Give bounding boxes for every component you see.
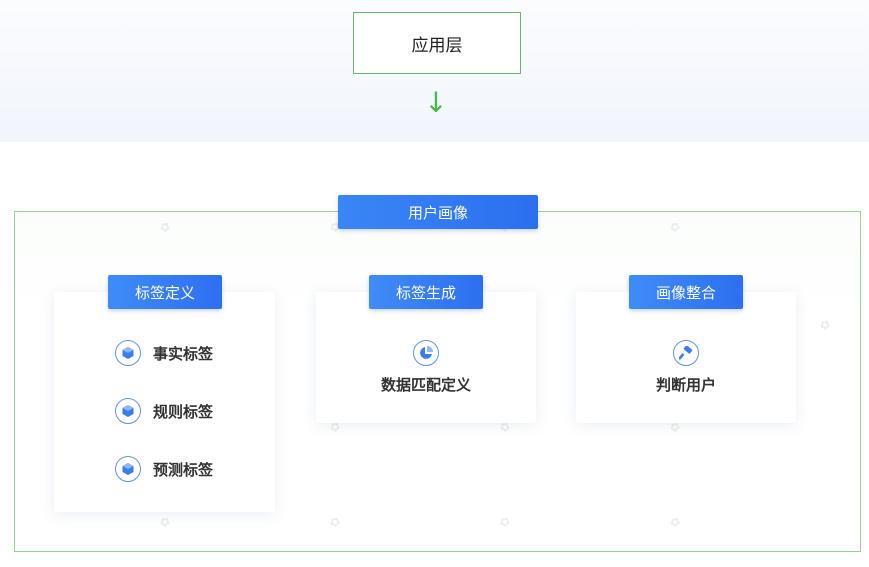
tag-definition-title: 标签定义 <box>134 283 195 302</box>
tag-generation-header: 标签生成 <box>369 275 483 309</box>
list-item: 规则标签 <box>115 398 213 424</box>
item-label: 数据匹配定义 <box>380 376 471 394</box>
application-layer-box: 应用层 <box>353 12 521 74</box>
user-portrait-title: 用户画像 <box>407 203 468 222</box>
list-item: 事实标签 <box>115 340 213 366</box>
list-item: 数据匹配定义 <box>316 340 536 395</box>
application-layer-label: 应用层 <box>411 35 463 56</box>
cube-icon <box>115 340 141 366</box>
tag-definition-card <box>54 292 275 512</box>
tag-definition-header: 标签定义 <box>108 275 222 309</box>
cube-icon <box>115 456 141 482</box>
portrait-integration-title: 画像整合 <box>655 283 716 302</box>
item-label: 预测标签 <box>153 460 214 479</box>
list-item: 预测标签 <box>115 456 213 482</box>
portrait-integration-header: 画像整合 <box>629 275 743 309</box>
pie-chart-icon <box>413 340 439 366</box>
hammer-icon <box>673 340 699 366</box>
cube-icon <box>115 398 141 424</box>
tag-generation-title: 标签生成 <box>395 283 456 302</box>
item-label: 事实标签 <box>153 344 214 363</box>
arrow-down-icon: ↓ <box>424 86 448 119</box>
user-portrait-header: 用户画像 <box>338 195 538 229</box>
item-label: 规则标签 <box>153 402 214 421</box>
item-label: 判断用户 <box>655 376 716 394</box>
list-item: 判断用户 <box>576 340 796 395</box>
